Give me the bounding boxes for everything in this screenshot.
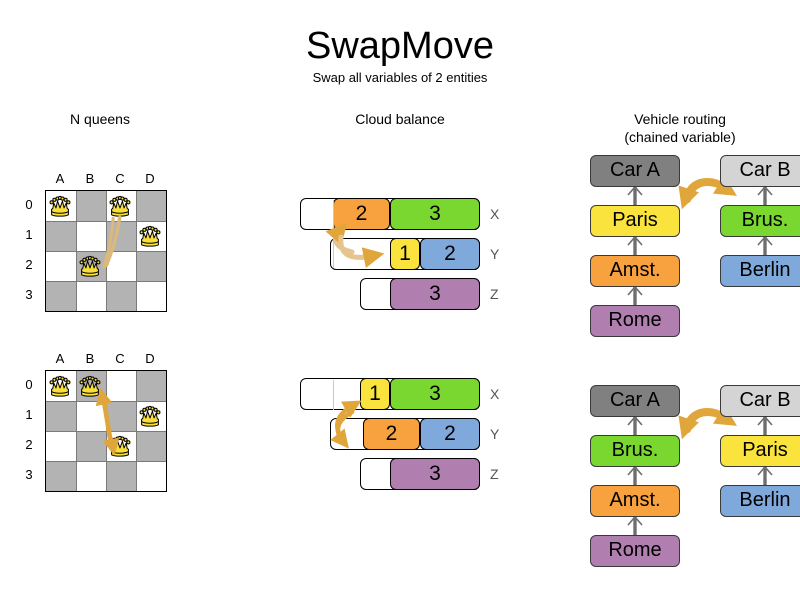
board-cell-B3[interactable]	[76, 461, 106, 491]
board-row-label-0: 0	[25, 377, 33, 392]
board-gridline	[46, 281, 166, 282]
board-row-label-3: 3	[25, 467, 33, 482]
board-cell-A3[interactable]	[46, 281, 76, 311]
board-cell-A2[interactable]	[46, 251, 76, 281]
route-vehicle-car-a[interactable]: Car A	[590, 385, 680, 417]
board-cell-A2[interactable]	[46, 431, 76, 461]
cloud-bar-label-Z: Z	[490, 466, 499, 482]
board-cell-D3[interactable]	[136, 461, 166, 491]
cloud-segment-Z-3[interactable]: 3	[390, 278, 480, 310]
board-queen-d1	[136, 403, 164, 427]
cloud-segment-X-1[interactable]: 1	[360, 378, 390, 410]
route-node-amst[interactable]: Amst.	[590, 255, 680, 287]
board-column-label-A: A	[55, 351, 65, 366]
swap-arc-right	[685, 405, 737, 433]
cloud-bar-label-Z: Z	[490, 286, 499, 302]
column-header-vehicle-routing: Vehicle routing (chained variable)	[580, 110, 780, 146]
cloud-segment-Z-3[interactable]: 3	[390, 458, 480, 490]
board-row-label-3: 3	[25, 287, 33, 302]
board-column-label-C: C	[115, 171, 125, 186]
route-vehicle-car-b[interactable]: Car B	[720, 155, 800, 187]
board-queen-b0	[76, 373, 104, 397]
route-node-rome[interactable]: Rome	[590, 305, 680, 337]
cloud-capacity-divider	[333, 380, 334, 410]
cloud-bar-label-Y: Y	[490, 426, 500, 442]
route-node-rome[interactable]: Rome	[590, 535, 680, 567]
board-cell-A1[interactable]	[46, 221, 76, 251]
column-header-n-queens: N queens	[70, 111, 130, 127]
board-cell-D3[interactable]	[136, 281, 166, 311]
column-header-cloud-balance: Cloud balance	[355, 111, 445, 127]
route-node-paris[interactable]: Paris	[720, 435, 800, 467]
board-queen-d1	[136, 223, 164, 247]
board-gridline	[136, 191, 137, 311]
column-header-vehicle-routing-line2: (chained variable)	[624, 129, 736, 145]
n-queens-board-after: A B C D 0 1 2 3	[25, 351, 205, 515]
cloud-bar-label-Y: Y	[490, 246, 500, 262]
page-title: SwapMove	[306, 25, 494, 67]
route-node-berlin[interactable]: Berlin	[720, 485, 800, 517]
board-column-label-B: B	[85, 351, 95, 366]
board-cell-B1[interactable]	[76, 221, 106, 251]
cloud-segment-Y-2[interactable]: 2	[420, 238, 480, 270]
n-queens-board-before: A B C D 0 1 2 3	[25, 171, 205, 335]
board-queen-b2	[76, 253, 104, 277]
board-queen-a0	[46, 193, 74, 217]
board-column-label-B: B	[85, 171, 95, 186]
board-column-label-D: D	[145, 171, 155, 186]
route-vehicle-car-b[interactable]: Car B	[720, 385, 800, 417]
board-cell-D2[interactable]	[136, 251, 166, 281]
board-row-label-0: 0	[25, 197, 33, 212]
column-header-vehicle-routing-line1: Vehicle routing	[634, 111, 726, 127]
board-queen-c0	[106, 193, 134, 217]
board-cell-D0[interactable]	[136, 371, 166, 401]
cloud-bar-label-X: X	[490, 386, 500, 402]
board-cell-A1[interactable]	[46, 401, 76, 431]
route-node-brus[interactable]: Brus.	[720, 205, 800, 237]
board-gridline	[136, 371, 137, 491]
cloud-segment-X-3[interactable]: 3	[390, 198, 480, 230]
cloud-segment-X-3[interactable]: 3	[390, 378, 480, 410]
board-queen-a0	[46, 373, 74, 397]
board-cell-B3[interactable]	[76, 281, 106, 311]
board-row-label-1: 1	[25, 407, 33, 422]
board-column-label-A: A	[55, 171, 65, 186]
board-cell-B0[interactable]	[76, 191, 106, 221]
route-node-berlin[interactable]: Berlin	[720, 255, 800, 287]
route-vehicle-car-a[interactable]: Car A	[590, 155, 680, 187]
board-cell-C3[interactable]	[106, 461, 136, 491]
board-cell-A3[interactable]	[46, 461, 76, 491]
cloud-segment-X-2[interactable]: 2	[333, 198, 390, 230]
swap-arc-right	[685, 175, 737, 203]
board-column-label-C: C	[115, 351, 125, 366]
cloud-segment-Y-2[interactable]: 2	[420, 418, 480, 450]
board-cell-C3[interactable]	[106, 281, 136, 311]
board-gridline	[46, 461, 166, 462]
route-node-paris[interactable]: Paris	[590, 205, 680, 237]
board-cell-D0[interactable]	[136, 191, 166, 221]
cloud-capacity-divider	[333, 200, 334, 268]
route-node-brus[interactable]: Brus.	[590, 435, 680, 467]
cloud-bar-label-X: X	[490, 206, 500, 222]
page-subtitle: Swap all variables of 2 entities	[312, 70, 488, 85]
board-row-label-2: 2	[25, 257, 33, 272]
cloud-segment-Y-1[interactable]: 1	[390, 238, 420, 270]
board-column-label-D: D	[145, 351, 155, 366]
board-row-label-2: 2	[25, 437, 33, 452]
route-node-amst[interactable]: Amst.	[590, 485, 680, 517]
board-cell-D2[interactable]	[136, 431, 166, 461]
board-row-label-1: 1	[25, 227, 33, 242]
cloud-segment-Y-2[interactable]: 2	[363, 418, 420, 450]
